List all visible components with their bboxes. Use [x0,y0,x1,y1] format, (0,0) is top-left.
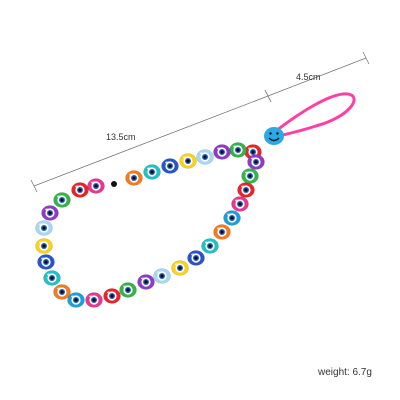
evil-eye-bead-icon [161,158,179,174]
evil-eye-bead-icon [247,154,265,170]
evil-eye-bead-icon [43,270,61,286]
evil-eye-bead-icon [53,192,71,208]
evil-eye-bead-icon [125,170,143,186]
evil-eye-bead-icon [35,220,53,236]
evil-eye-bead-icon [119,282,137,298]
evil-eye-bead-icon [196,149,214,165]
evil-eye-bead-icon [237,182,255,198]
evil-eye-bead-icon [37,254,55,270]
evil-eye-bead-icon [201,238,219,254]
bead-strand [35,142,265,308]
evil-eye-bead-icon [143,164,161,180]
evil-eye-bead-icon [231,196,249,212]
evil-eye-bead-icon [137,274,155,290]
evil-eye-bead-icon [85,292,103,308]
evil-eye-bead-icon [171,260,189,276]
evil-eye-bead-icon [103,288,121,304]
evil-eye-bead-icon [187,250,205,266]
evil-eye-bead-icon [67,292,85,308]
weight-label: weight: 6.7g [318,367,372,378]
smiley-face-bead-icon [264,127,284,145]
evil-eye-bead-icon [241,168,259,184]
evil-eye-bead-icon [223,210,241,226]
evil-eye-bead-icon [87,178,105,194]
evil-eye-bead-icon [53,284,71,300]
evil-eye-bead-icon [179,153,197,169]
evil-eye-bead-icon [41,205,59,221]
evil-eye-bead-icon [229,142,247,158]
evil-eye-bead-icon [213,144,231,160]
length-label: 13.5cm [106,132,136,142]
strap-loop [270,92,356,138]
evil-eye-bead-icon [111,181,117,187]
width-label: 4.5cm [296,72,321,82]
evil-eye-bead-icon [35,238,53,254]
evil-eye-bead-icon [153,268,171,284]
evil-eye-bead-icon [71,182,89,198]
width-dimension-line [264,51,370,103]
evil-eye-bead-icon [213,224,231,240]
